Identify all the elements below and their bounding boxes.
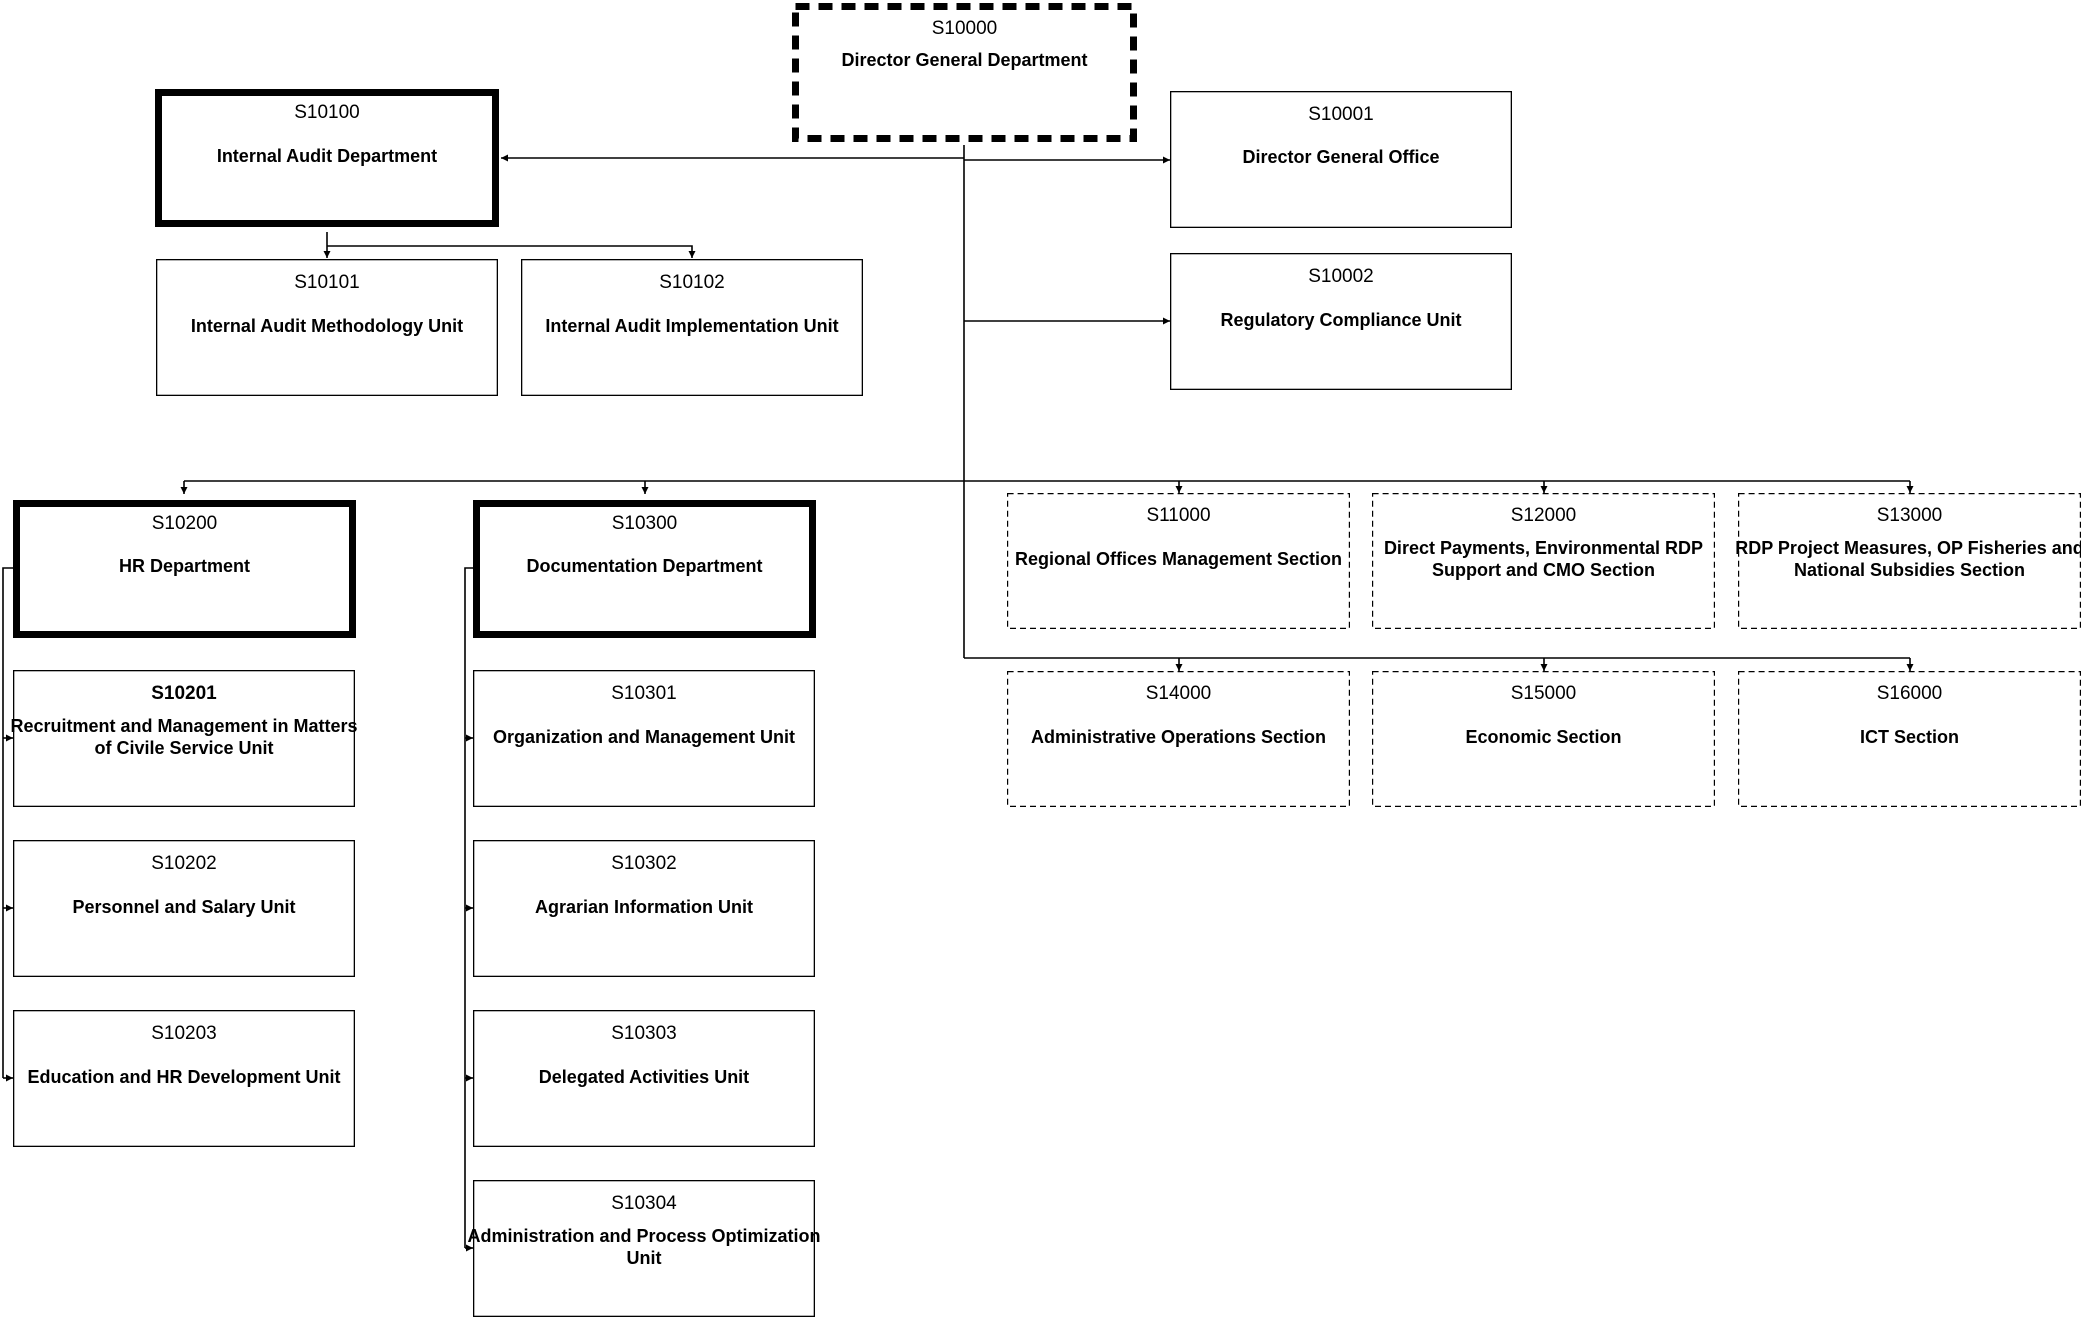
node-code: S10002 — [1308, 266, 1374, 287]
node-code: S10302 — [611, 853, 677, 874]
connector-line — [464, 567, 473, 1248]
node-box — [13, 500, 356, 638]
node-code: S11000 — [1146, 505, 1210, 526]
node-box — [792, 3, 1137, 142]
connector-line — [2, 567, 13, 1078]
node-name-documentation-department: Documentation Department — [526, 556, 762, 576]
node-name-ict-section: ICT Section — [1860, 727, 1959, 747]
node-name-administrative-operations-section: Administrative Operations Section — [1031, 727, 1326, 747]
node-name-hr-department: HR Department — [119, 556, 250, 576]
node-box — [12, 670, 356, 808]
connector-line — [327, 245, 696, 258]
node-box — [12, 1010, 356, 1148]
node-box — [473, 500, 816, 638]
node-name-education-and-hr-development-unit: Education and HR Development Unit — [27, 1067, 340, 1087]
node-code: S10300 — [612, 513, 678, 534]
node-box — [155, 89, 499, 227]
node-name-delegated-activities-unit: Delegated Activities Unit — [539, 1067, 749, 1087]
node-code: S10101 — [294, 272, 360, 293]
node-name-director-general-department: Director General Department — [841, 50, 1087, 70]
node-box — [1170, 91, 1513, 228]
node-code: S12000 — [1511, 505, 1577, 526]
node-code: S10102 — [659, 272, 725, 293]
node-code: S10304 — [611, 1193, 677, 1214]
node-name-personnel-and-salary-unit: Personnel and Salary Unit — [72, 897, 295, 917]
node-box — [472, 670, 816, 808]
node-name-agrarian-information-unit: Agrarian Information Unit — [535, 897, 753, 917]
node-name-internal-audit-methodology-unit: Internal Audit Methodology Unit — [191, 316, 463, 336]
node-box — [1737, 493, 2081, 630]
node-code: S13000 — [1877, 505, 1943, 526]
node-code: S10203 — [151, 1023, 217, 1044]
node-code: S15000 — [1511, 683, 1577, 704]
node-name-internal-audit-department: Internal Audit Department — [217, 146, 437, 166]
connectors — [2, 145, 1914, 1252]
node-box — [472, 1180, 816, 1318]
node-box — [1006, 670, 1350, 807]
node-code: S10100 — [294, 102, 360, 123]
node-code: S14000 — [1146, 683, 1212, 704]
node-box — [155, 258, 499, 396]
node-code: S10301 — [611, 683, 677, 704]
node-box — [1371, 670, 1715, 807]
node-code: S10303 — [611, 1023, 677, 1044]
node-name-economic-section: Economic Section — [1465, 727, 1621, 747]
node-code: S10202 — [151, 853, 217, 874]
node-box — [521, 258, 864, 396]
node-name-director-general-office: Director General Office — [1242, 147, 1439, 167]
node-box — [1170, 252, 1513, 390]
node-box — [12, 840, 356, 978]
node-box — [472, 1010, 816, 1148]
node-box — [1737, 670, 2081, 807]
node-name-regional-offices-management-section: Regional Offices Management Section — [1015, 549, 1342, 569]
node-code: S10201 — [151, 683, 217, 704]
node-box — [1006, 493, 1350, 630]
node-name-internal-audit-implementation-unit: Internal Audit Implementation Unit — [545, 316, 838, 336]
node-name-regulatory-compliance-unit: Regulatory Compliance Unit — [1220, 310, 1461, 330]
node-code: S10001 — [1308, 104, 1374, 125]
node-box — [472, 840, 816, 978]
node-box — [1371, 493, 1715, 630]
node-code: S10200 — [152, 513, 218, 534]
node-code: S16000 — [1877, 683, 1943, 704]
node-name-organization-and-management-unit: Organization and Management Unit — [493, 727, 795, 747]
node-code: S10000 — [932, 18, 998, 39]
org-node-s10200: S10200 HR Department — [13, 500, 356, 638]
